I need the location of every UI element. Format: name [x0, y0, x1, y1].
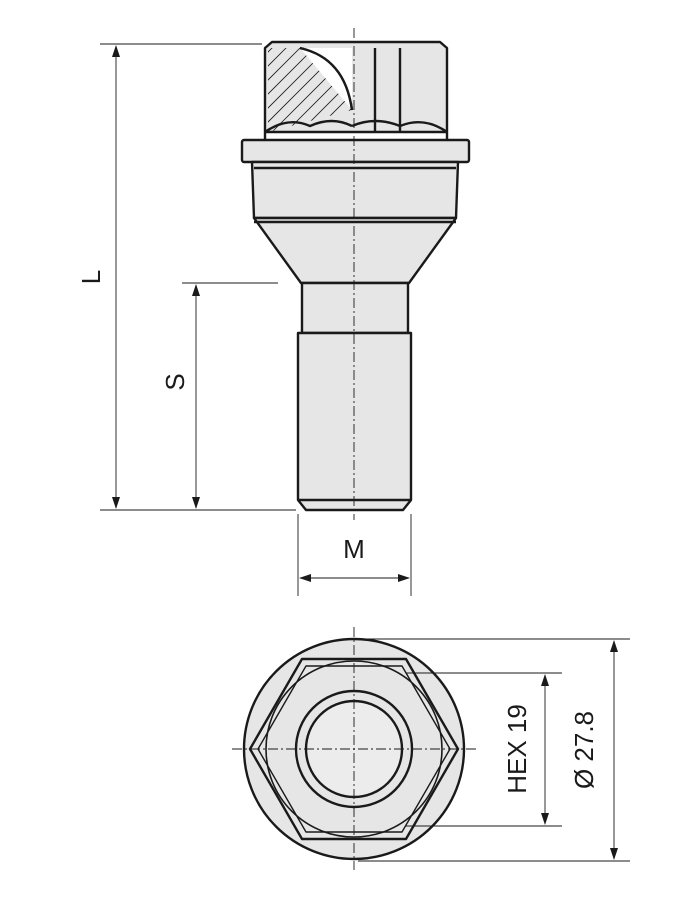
dimension-hex: HEX 19	[406, 672, 562, 827]
threaded-shank	[296, 331, 413, 512]
conical-seat	[252, 216, 458, 285]
section-curve-fill	[300, 48, 352, 110]
hex-label: HEX 19	[502, 704, 532, 794]
section-edge	[299, 46, 354, 111]
dimension-thread-length: S	[160, 282, 278, 509]
end-view	[232, 627, 476, 870]
diameter-label: Ø 27.8	[569, 711, 599, 789]
thread-diameter-label: M	[343, 534, 365, 564]
hex-inscribed-circle	[265, 660, 443, 838]
washer-flange	[240, 138, 471, 164]
side-view	[240, 28, 471, 520]
dimension-diameter: Ø 27.8	[358, 638, 630, 862]
thread-length-label: S	[160, 373, 190, 390]
dimension-length: L	[76, 43, 296, 511]
dimension-thread-diameter: M	[297, 514, 412, 596]
collar	[250, 160, 460, 220]
hex-chamfer-arcs	[264, 119, 448, 133]
length-label: L	[76, 270, 106, 284]
shank	[300, 281, 410, 335]
